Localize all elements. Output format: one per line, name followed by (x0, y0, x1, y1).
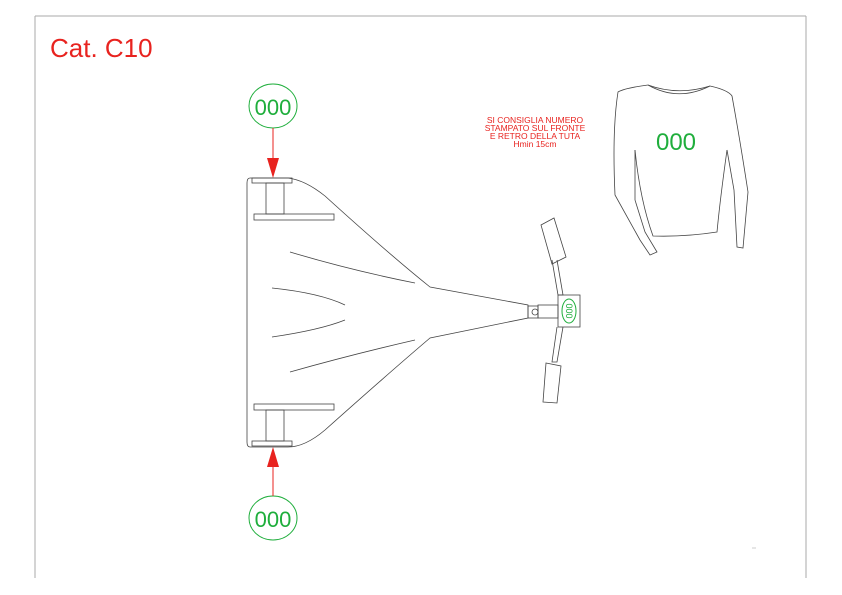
note-line-4: Hmin 15cm (514, 139, 557, 149)
top-arrow-head (267, 158, 279, 178)
nose-number: 000 (564, 303, 574, 318)
top-number: 000 (255, 95, 292, 120)
kart-outline (246, 177, 581, 448)
category-title: Cat. C10 (50, 33, 153, 63)
note-line-3: E RETRO DELLA TUTA (490, 131, 581, 141)
recommendation-note: SI CONSIGLIA NUMERO STAMPATO SUL FRONTE … (485, 115, 586, 149)
note-line-2: STAMPATO SUL FRONTE (485, 123, 586, 133)
bottom-arrow-head (267, 447, 279, 467)
nose-number-ellipse (561, 298, 577, 324)
note-line-1: SI CONSIGLIA NUMERO (487, 115, 584, 125)
shirt-number: 000 (656, 129, 696, 156)
page-frame (34, 15, 807, 578)
race-suit-outline (613, 84, 749, 256)
bottom-number: 000 (255, 507, 292, 532)
